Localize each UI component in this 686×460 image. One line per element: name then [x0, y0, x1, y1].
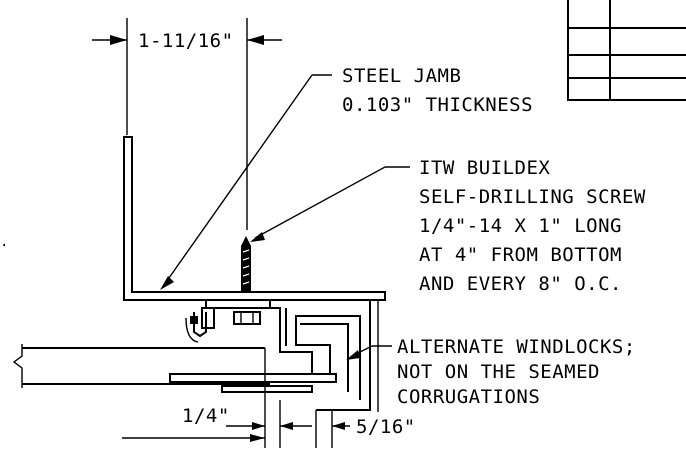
- title-block-table: [567, 0, 686, 101]
- gap-right-label: 5/16": [356, 416, 416, 438]
- jamb-leader: STEEL JAMB 0.103" THICKNESS: [160, 65, 533, 290]
- leader-arrow-icon: [346, 350, 360, 360]
- gap-left-label: 1/4": [182, 405, 230, 427]
- screw-callout-line-3: 1/4"-14 X 1" LONG: [419, 215, 622, 237]
- leader-arrow-icon: [160, 276, 174, 290]
- gasket-icon: [185, 307, 215, 343]
- screw-callout-line-4: AT 4" FROM BOTTOM: [419, 244, 622, 266]
- self-drilling-screw-icon: [233, 236, 261, 325]
- steel-jamb: [123, 136, 386, 301]
- dim-arrow-right-icon: [247, 35, 264, 45]
- screw-callout-line-1: ITW BUILDEX: [419, 157, 550, 179]
- windlock-callout-line-3: CORRUGATIONS: [397, 386, 540, 408]
- door-panel: [12, 344, 337, 393]
- screw-callout-line-5: AND EVERY 8" O.C.: [419, 273, 622, 295]
- bottom-dimensions: 1/4" 5/16": [122, 348, 416, 448]
- windlock-leader: ALTERNATE WINDLOCKS; NOT ON THE SEAMED C…: [346, 336, 636, 408]
- screw-callout-line-2: SELF-DRILLING SCREW: [419, 186, 646, 208]
- windlock-callout-line-1: ALTERNATE WINDLOCKS;: [397, 336, 636, 358]
- dim-arrow-icon: [280, 422, 293, 430]
- break-line-icon: [12, 344, 23, 388]
- windlock-callout-line-2: NOT ON THE SEAMED: [397, 361, 600, 383]
- leader-arrow-icon: [250, 232, 265, 242]
- jamb-callout-line-1: STEEL JAMB: [342, 65, 461, 87]
- dim-arrow-icon: [250, 434, 265, 442]
- edge-mark: .: [0, 234, 9, 250]
- jamb-width-label: 1-11/16": [138, 30, 234, 52]
- screw-leader: ITW BUILDEX SELF-DRILLING SCREW 1/4"-14 …: [250, 157, 646, 295]
- dim-arrow-left-icon: [110, 35, 127, 45]
- dim-arrow-icon: [252, 422, 265, 430]
- dim-arrow-icon: [332, 422, 345, 430]
- jamb-callout-line-2: 0.103" THICKNESS: [342, 94, 533, 116]
- jamb-width-dimension: 1-11/16": [92, 18, 282, 230]
